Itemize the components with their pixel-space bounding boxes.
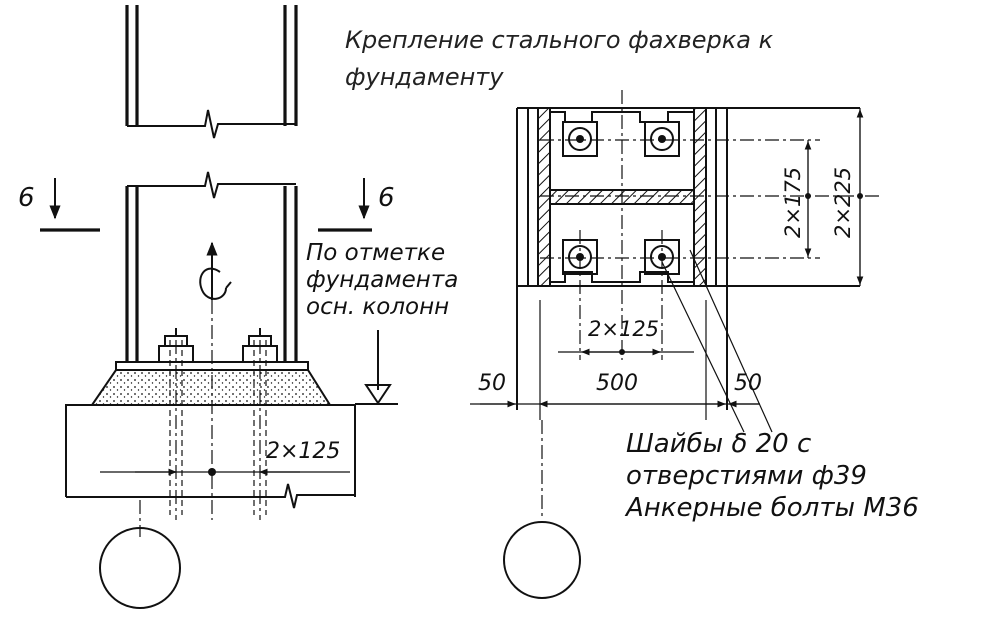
right-dim-vertical-outer: 2×225	[831, 167, 855, 238]
section-mark-right: 6	[378, 183, 395, 213]
right-dim-bolt-spacing: 2×125	[588, 317, 659, 341]
title-line-1: Крепление стального фахверка к	[345, 26, 774, 54]
section-mark-left: 6	[18, 183, 35, 213]
washer-note-line-1: Шайбы δ 20 с	[626, 429, 811, 459]
washer-note-line-2: отверстиями ф39	[626, 461, 867, 491]
axis-bubble-right	[503, 521, 581, 599]
right-dim-vertical-inner: 2×175	[781, 167, 805, 238]
right-dim-edge-right: 50	[734, 371, 762, 396]
left-elevation-view: 2×125 6 6 По отметке фундамента осн. кол…	[18, 5, 458, 609]
right-dim-edge-left: 50	[478, 371, 506, 396]
right-dim-width-main: 500	[596, 371, 638, 396]
level-note-line-3: осн. колонн	[306, 294, 449, 320]
right-plan-view: 2×175 2×225 2×125 50 500 50 Шайбы δ 20 с…	[470, 90, 919, 599]
axis-bubble-left	[99, 527, 181, 609]
level-note-line-1: По отметке	[306, 240, 445, 266]
anchor-bolt-note: Анкерные болты М36	[624, 493, 919, 523]
level-note-line-2: фундамента	[306, 267, 458, 293]
left-dim-bolt-spacing: 2×125	[266, 439, 340, 464]
title-line-2: фундаменту	[345, 63, 504, 91]
